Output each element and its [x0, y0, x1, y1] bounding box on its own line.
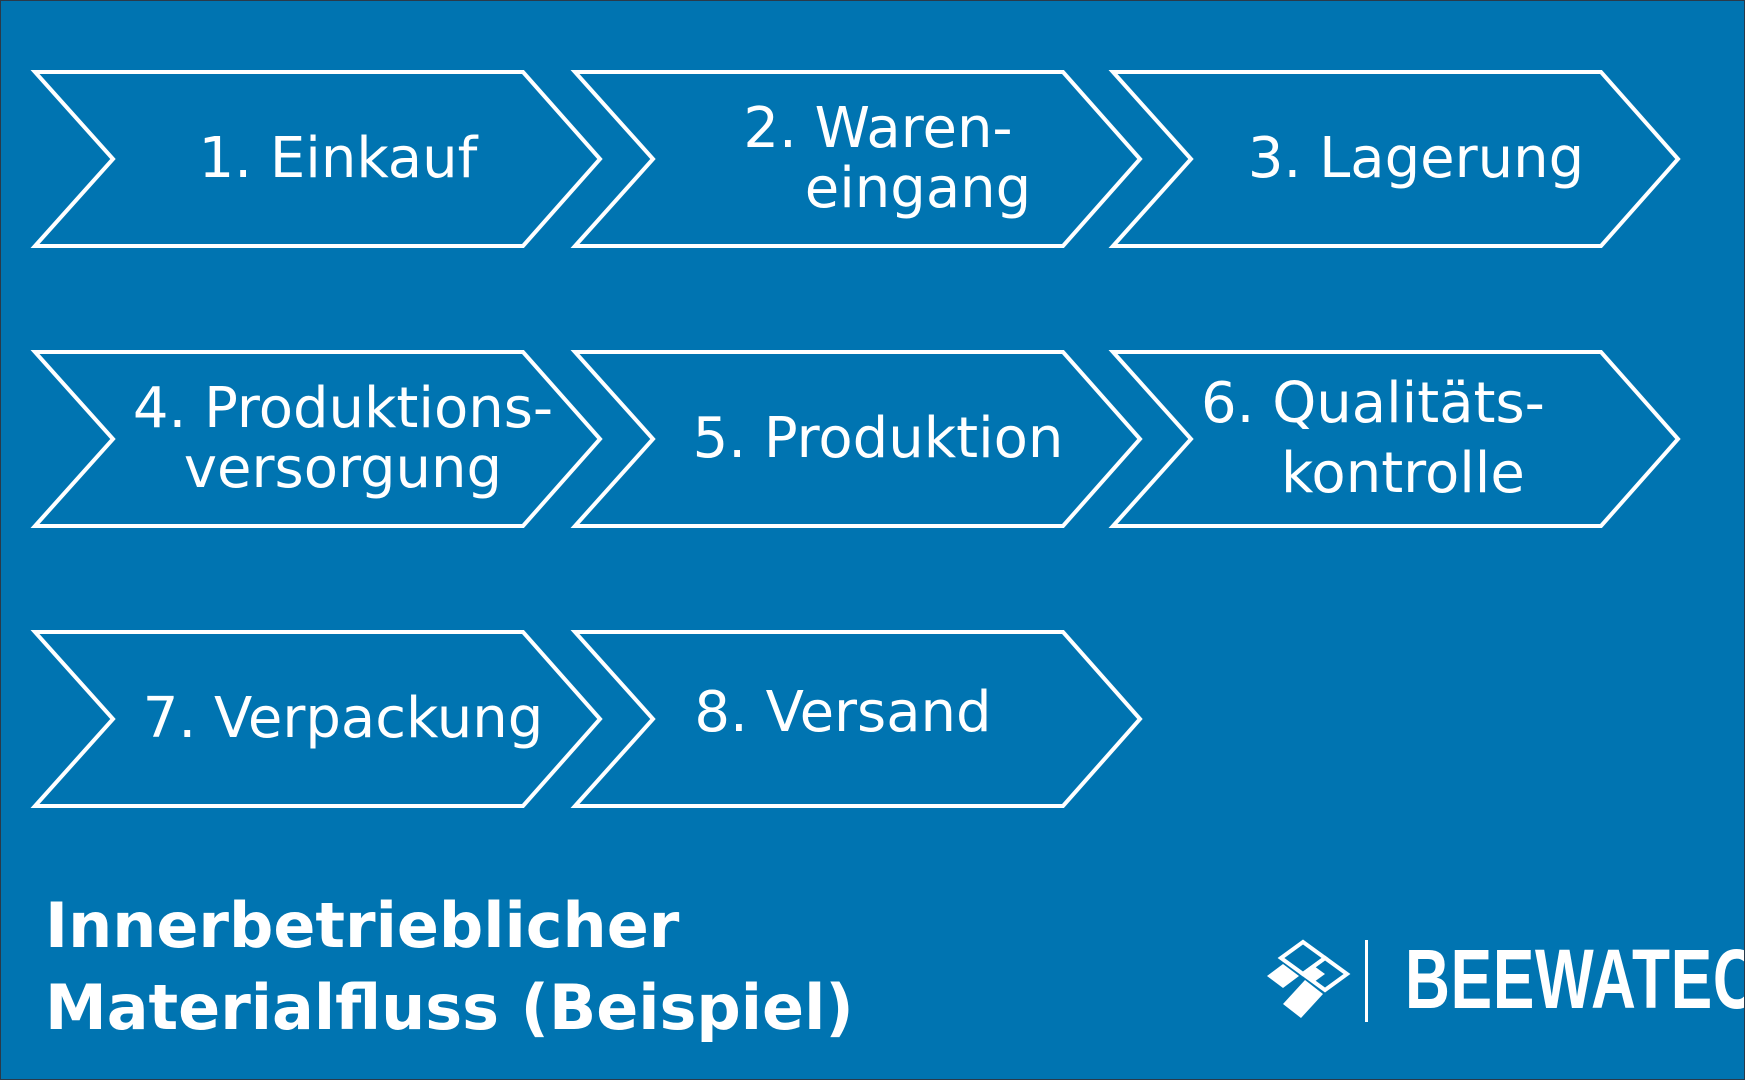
process-step-label: 4. Produktions- versorgung — [113, 350, 573, 528]
process-step-4: 4. Produktions- versorgung — [30, 350, 603, 528]
diamond-logo-icon — [1267, 939, 1351, 1018]
step-label-line1: 5. Produktion — [692, 406, 1064, 471]
process-step-6: 6. Qualitäts- kontrolle — [1108, 350, 1681, 528]
process-step-label: 6. Qualitäts- kontrolle — [1201, 350, 1621, 528]
diagram-title-line1: Innerbetrieblicher — [45, 889, 680, 962]
process-step-5: 5. Produktion — [570, 350, 1143, 528]
chevron-arrow-shape — [1108, 350, 1681, 528]
chevron-arrow-shape — [570, 70, 1143, 248]
process-step-2: 2. Waren- eingang — [570, 70, 1143, 248]
step-label-line1: 1. Einkauf — [198, 126, 478, 191]
chevron-arrow-shape — [30, 70, 603, 248]
diagram-title: Innerbetrieblicher Materialfluss (Beispi… — [45, 885, 854, 1049]
process-step-3: 3. Lagerung — [1108, 70, 1681, 248]
process-step-7: 7. Verpackung — [30, 630, 603, 808]
step-label-line1: 8. Versand — [694, 680, 992, 745]
diagram-title-line2: Materialfluss (Beispiel) — [45, 971, 854, 1044]
step-label-line1: 4. Produktions- — [132, 376, 554, 441]
step-label-line1: 6. Qualitäts- — [1201, 371, 1545, 436]
logo-wordmark: BEEWATEC — [1405, 932, 1745, 1026]
process-step-1: 1. Einkauf — [30, 70, 603, 248]
chevron-arrow-shape — [570, 630, 1143, 808]
step-label-line1: 7. Verpackung — [142, 686, 544, 751]
chevron-arrow-shape — [30, 350, 603, 528]
process-step-label: 3. Lagerung — [1206, 70, 1626, 248]
process-step-label: 2. Waren- eingang — [668, 70, 1088, 248]
process-step-8: 8. Versand — [570, 630, 1143, 808]
brand-logo: BEEWATEC — [1265, 934, 1745, 1028]
step-label-line1: 3. Lagerung — [1247, 126, 1585, 191]
step-label-line2: kontrolle — [1281, 441, 1525, 506]
process-step-label: 8. Versand — [633, 624, 1053, 802]
chevron-arrow-shape — [570, 350, 1143, 528]
chevron-arrow-shape — [30, 630, 603, 808]
process-step-label: 5. Produktion — [668, 350, 1088, 528]
chevron-arrow-shape — [1108, 70, 1681, 248]
step-label-line2: eingang — [804, 156, 1032, 221]
step-label-line2: versorgung — [183, 436, 503, 501]
process-step-label: 1. Einkauf — [128, 70, 548, 248]
process-step-label: 7. Verpackung — [123, 630, 563, 808]
logo-divider — [1365, 940, 1368, 1022]
step-label-line1: 2. Waren- — [743, 96, 1013, 161]
